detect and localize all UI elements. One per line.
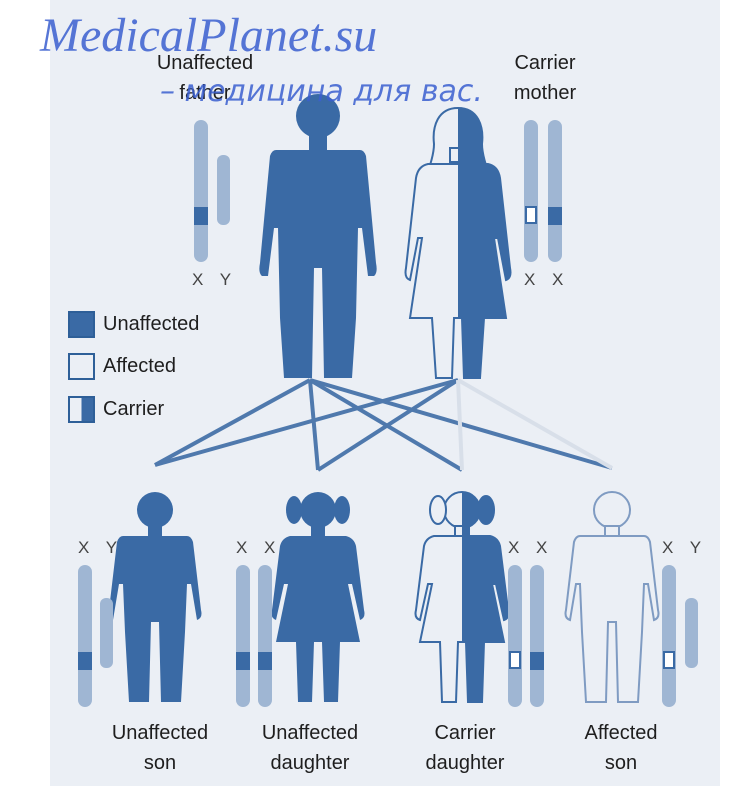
mother-figure (406, 108, 511, 378)
son1-chromosomes (78, 565, 113, 707)
unaffected-swatch (68, 311, 95, 338)
child4-chromosome-label: X Y (662, 538, 707, 558)
father-figure (259, 94, 376, 378)
legend-item-affected: Affected (68, 352, 176, 380)
child1-label: Unaffected son (90, 718, 230, 778)
son2-chromosomes (662, 565, 698, 707)
mother-label-line2: mother (490, 78, 600, 108)
child2-label-line2: daughter (240, 748, 380, 778)
child4-label-line2: son (556, 748, 686, 778)
father-chromosome-label: X Y (192, 270, 237, 290)
affected-swatch (68, 353, 95, 380)
child3-label: Carrier daughter (400, 718, 530, 778)
child2-label-line1: Unaffected (240, 718, 380, 748)
child1-label-line1: Unaffected (90, 718, 230, 748)
child3-chromosome-label: X X (508, 538, 553, 558)
child-unaffected-daughter-figure (272, 492, 365, 702)
child2-chromosome-label: X X (236, 538, 281, 558)
legend-item-carrier: Carrier (68, 395, 164, 423)
legend-label-carrier: Carrier (103, 398, 164, 421)
mother-chromosome-label: X X (524, 270, 569, 290)
daughter2-chromosomes (508, 565, 544, 707)
legend-label-unaffected: Unaffected (103, 313, 199, 336)
child3-label-line2: daughter (400, 748, 530, 778)
mother-chromosomes (524, 120, 562, 262)
inheritance-lines (155, 380, 612, 470)
child1-label-line2: son (90, 748, 230, 778)
mother-label: Carrier mother (490, 48, 600, 108)
child2-label: Unaffected daughter (240, 718, 380, 778)
watermark-tagline: – медицина для вас. (160, 74, 483, 109)
child4-label-line1: Affected (556, 718, 686, 748)
carrier-swatch (68, 396, 95, 423)
legend-item-unaffected: Unaffected (68, 310, 199, 338)
child-unaffected-son-figure (109, 492, 202, 702)
mother-label-line1: Carrier (490, 48, 600, 78)
child3-label-line1: Carrier (400, 718, 530, 748)
child4-label: Affected son (556, 718, 686, 778)
legend-label-affected: Affected (103, 355, 176, 378)
daughter1-chromosomes (236, 565, 272, 707)
father-chromosomes (194, 120, 230, 262)
child-carrier-daughter-figure (416, 492, 509, 702)
child-affected-son-figure (566, 492, 659, 702)
child1-chromosome-label: X Y (78, 538, 123, 558)
watermark-site-name: MedicalPlanet.su (40, 8, 377, 63)
